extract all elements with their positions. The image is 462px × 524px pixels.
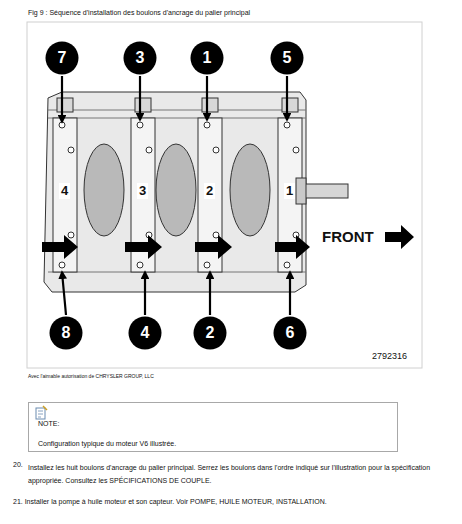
bolt xyxy=(284,122,290,128)
crank-web xyxy=(84,144,124,236)
bolt xyxy=(204,122,210,128)
callout-number: 3 xyxy=(123,41,157,75)
step-text: 21. Installer la pompe à huile moteur et… xyxy=(13,495,453,508)
figure-number: 2792316 xyxy=(372,351,407,362)
bolt xyxy=(137,122,143,128)
figure-title: Fig 9 : Séquence d'installation des boul… xyxy=(28,9,250,18)
bolt-boss xyxy=(202,98,218,112)
bolt xyxy=(213,147,219,153)
callout-number: 2 xyxy=(193,316,227,350)
bearing-number: 3 xyxy=(137,183,148,199)
callout-text: 2 xyxy=(206,324,215,342)
bolt xyxy=(137,262,143,268)
bolt-boss xyxy=(135,98,151,112)
callout-number: 4 xyxy=(128,316,162,350)
crank-web xyxy=(156,144,196,236)
callout-number: 6 xyxy=(273,316,307,350)
figure-frame xyxy=(27,22,422,368)
engine-block xyxy=(44,92,348,292)
callout-number: 1 xyxy=(190,41,224,75)
crank-web xyxy=(230,144,270,236)
bolt xyxy=(59,122,65,128)
bolt xyxy=(68,232,74,238)
callout-text: 6 xyxy=(286,324,295,342)
note-icon xyxy=(36,406,47,419)
note-box: NOTE: Configuration typique du moteur V6 … xyxy=(28,402,398,452)
callout-number: 7 xyxy=(45,41,79,75)
bolt-boss xyxy=(57,98,73,112)
direction-arrows xyxy=(42,225,414,259)
callout-text: 4 xyxy=(141,324,150,342)
callout-text: 1 xyxy=(203,49,212,67)
callout-text: 5 xyxy=(283,49,292,67)
step-number: 20. xyxy=(13,461,23,470)
bolt xyxy=(59,262,65,268)
courtesy-note: Avec l'aimable autorisation de CHRYSLER … xyxy=(28,373,154,379)
callout-number: 5 xyxy=(270,41,304,75)
bearing-number: 1 xyxy=(284,183,295,199)
direction-label: FRONT xyxy=(322,228,374,247)
bearing-number: 4 xyxy=(59,183,70,199)
bolt xyxy=(284,262,290,268)
bolt xyxy=(204,262,210,268)
bolt xyxy=(146,147,152,153)
callout-text: 7 xyxy=(58,49,67,67)
callout-number: 8 xyxy=(49,316,83,350)
bolt xyxy=(68,147,74,153)
callout-text: 8 xyxy=(62,324,71,342)
note-heading: NOTE: xyxy=(38,420,59,427)
step-text: Installez les huit boulons d'ancrage du … xyxy=(28,461,433,488)
bearing-number: 2 xyxy=(204,183,215,199)
bolt xyxy=(293,147,299,153)
leader-arrows xyxy=(62,76,290,315)
callout-text: 3 xyxy=(136,49,145,67)
bolt-boss xyxy=(282,98,298,112)
note-text: Configuration typique du moteur V6 illus… xyxy=(38,440,176,447)
